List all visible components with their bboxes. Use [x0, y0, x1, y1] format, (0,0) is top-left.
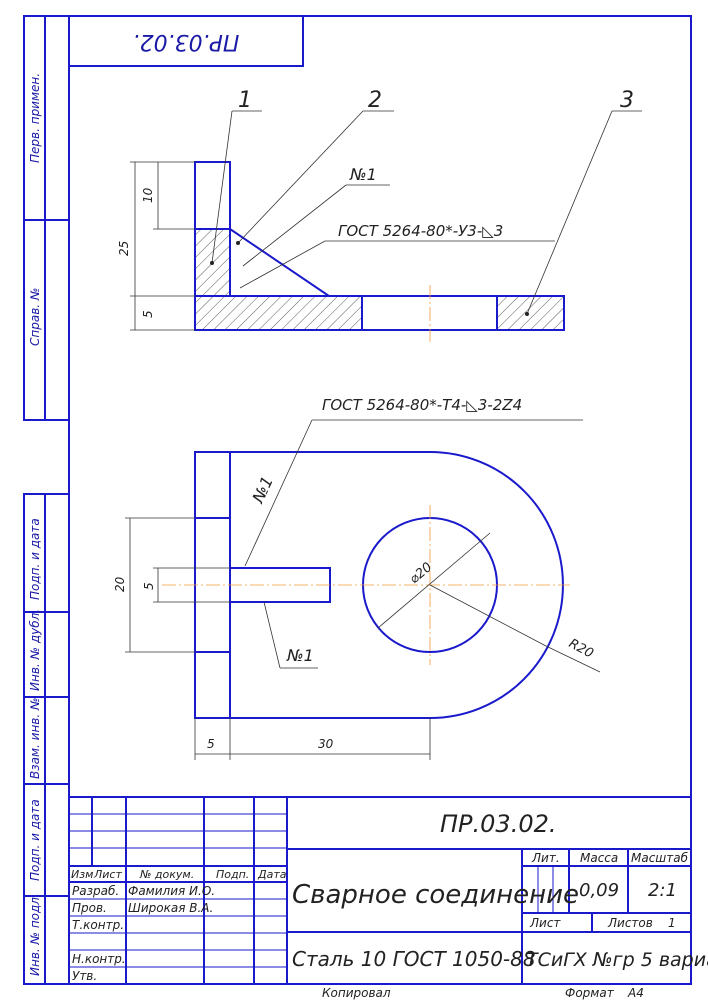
value-sheets: 1	[668, 916, 676, 930]
dim-30: 30	[318, 737, 334, 751]
name-prov: Широкая В.А.	[128, 901, 213, 915]
label-sprav-no: Справ. №	[28, 288, 42, 346]
name-razrab: Фамилия И.О.	[128, 884, 215, 898]
label-podp-data-1: Подп. и дата	[28, 518, 42, 600]
footer-format-value: А4	[627, 986, 644, 1000]
weld-number-top: №1	[248, 473, 277, 506]
label-inv-dubl: Инв. № дубл.	[28, 609, 42, 691]
dim-25: 25	[117, 241, 131, 256]
title-designation: ПР.03.02.	[440, 810, 556, 838]
col-podp: Подп.	[216, 868, 249, 881]
dim-10: 10	[141, 187, 155, 203]
weld-note-1: ГОСТ 5264-80*-У3-◺3	[338, 222, 503, 240]
title-name: Сварное соединение	[292, 880, 579, 910]
dim-5-vert: 5	[142, 582, 156, 590]
label-podp-data-2: Подп. и дата	[28, 799, 42, 881]
role-utv: Утв.	[72, 969, 97, 983]
view-plan: ⌀20 R20 20 5 5 30 ГОСТ 5264-80*-Т4-◺3-2Z…	[113, 396, 601, 760]
footer-format-label: Формат	[565, 986, 615, 1000]
title-block: ПР.03.02. Сварное соединение Сталь 10 ГО…	[69, 796, 708, 984]
label-sheet: Лист	[529, 916, 561, 930]
value-mass: 0,09	[579, 880, 619, 901]
col-dokum: № докум.	[139, 868, 194, 881]
role-razrab: Разраб.	[72, 884, 119, 898]
footer-copied: Копировал	[322, 986, 391, 1000]
leader-1: 1	[238, 88, 252, 113]
label-lit: Лит.	[531, 851, 560, 865]
role-nkontr: Н.контр.	[72, 952, 126, 966]
label-inv-podl: Инв. № подл.	[28, 893, 42, 976]
label-perv-primen: Перв. примен.	[28, 73, 42, 163]
col-izm: Изм	[71, 868, 93, 881]
title-organization: ТСиГХ №гр 5 вариант	[526, 949, 708, 971]
top-stamp-text: ПР.03.02.	[133, 29, 240, 54]
weld-number-bottom: №1	[286, 646, 314, 665]
drawing-frame	[68, 15, 692, 985]
label-sheets: Листов	[607, 916, 653, 930]
side-strip: Перв. примен. Справ. № Подп. и дата Инв.…	[23, 15, 70, 985]
leader-2: 2	[368, 88, 382, 113]
col-list: Лист	[93, 868, 122, 881]
value-scale: 2:1	[648, 880, 677, 901]
weld-note-2: ГОСТ 5264-80*-Т4-◺3-2Z4	[322, 396, 522, 414]
col-data: Дата	[257, 868, 287, 881]
title-material: Сталь 10 ГОСТ 1050-88	[292, 947, 536, 971]
dim-5-horiz: 5	[207, 737, 215, 751]
role-tkontr: Т.контр.	[72, 918, 124, 932]
weld-number-1: №1	[349, 165, 377, 184]
view-section: 10 25 5 1 2 3 №1 ГОСТ 5264-80*-У3-◺3	[117, 88, 642, 342]
dim-5: 5	[141, 310, 155, 318]
dim-20: 20	[113, 576, 127, 592]
role-prov: Пров.	[72, 901, 107, 915]
label-mass: Масса	[580, 851, 618, 865]
label-vzam-inv: Взам. инв. №	[28, 698, 42, 779]
label-scale: Масштаб	[631, 851, 689, 865]
leader-3: 3	[620, 88, 634, 113]
top-stamp: ПР.03.02.	[68, 15, 304, 67]
